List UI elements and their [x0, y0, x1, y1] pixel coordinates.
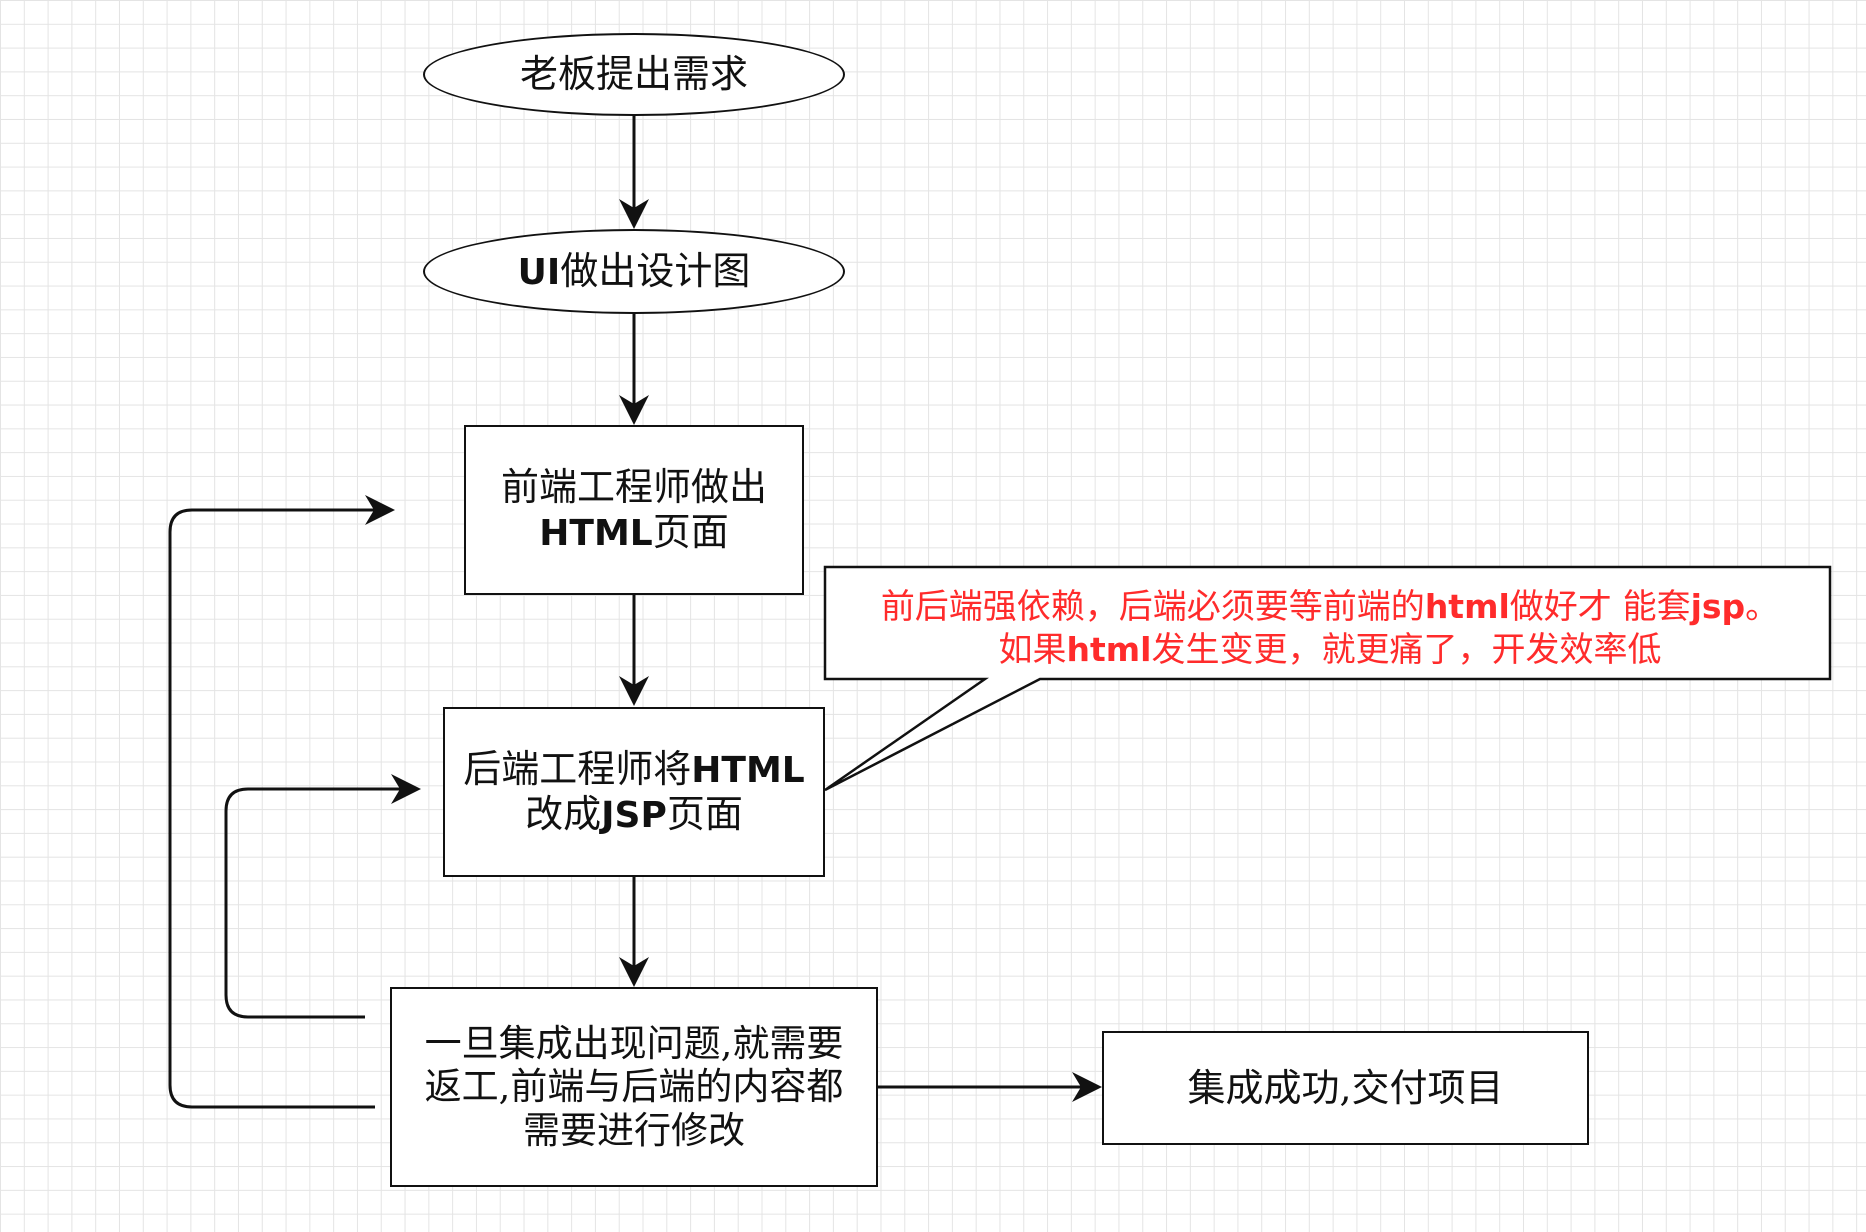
ui-design-node[interactable]: UI做出设计图: [423, 229, 845, 314]
loop-arrow-to-backend: [224, 774, 421, 1019]
callout-line2-html: html: [1066, 630, 1152, 669]
callout-note: 前后端强依赖，后端必须要等前端的html做好才 能套jsp。 如果html发生变…: [828, 579, 1832, 679]
integration-problem-node[interactable]: 一旦集成出现问题,就需要 返工,前端与后端的内容都 需要进行修改: [390, 987, 878, 1187]
backend-engineer-line2: 改成JSP页面: [525, 792, 743, 837]
speech-callout-shape: [823, 565, 1832, 792]
frontend-engineer-line2-latin: HTML: [539, 512, 653, 554]
frontend-engineer-line2: HTML页面: [539, 510, 728, 555]
integration-success-node[interactable]: 集成成功,交付项目: [1102, 1031, 1589, 1145]
callout-line1-jsp: jsp: [1690, 587, 1746, 627]
callout-line2-a: 如果: [998, 630, 1067, 670]
backend-engineer-line1-text: 后端工程师将: [463, 746, 692, 791]
callout-line1-e: 。: [1745, 587, 1780, 628]
frontend-engineer-node[interactable]: 前端工程师做出 HTML页面: [464, 425, 804, 595]
ui-design-label-latin: UI: [517, 251, 561, 293]
ui-design-label: UI做出设计图: [518, 249, 751, 294]
frontend-engineer-line2-text: 页面: [652, 509, 729, 554]
integration-problem-line1: 一旦集成出现问题,就需要: [424, 1021, 844, 1065]
integration-success-label: 集成成功,交付项目: [1187, 1065, 1504, 1110]
callout-line2: 如果html发生变更，就更痛了，开发效率低: [999, 629, 1662, 672]
loop-arrow-to-frontend: [168, 495, 395, 1109]
callout-line1-html: html: [1424, 587, 1510, 627]
callout-line2-c: 发生变更，就更痛了，开发效率低: [1151, 630, 1662, 670]
integration-problem-line2: 返工,前端与后端的内容都: [424, 1065, 844, 1109]
callout-line1-a: 前后端强依赖，后端必须要等前端的: [880, 587, 1425, 628]
ui-design-label-text: 做出设计图: [560, 248, 751, 293]
integration-problem-line3: 需要进行修改: [523, 1108, 745, 1152]
backend-engineer-line2-text-a: 改成: [525, 792, 602, 836]
backend-engineer-line1: 后端工程师将HTML: [463, 747, 804, 792]
frontend-engineer-line1: 前端工程师做出: [500, 464, 767, 509]
backend-engineer-line1-latin: HTML: [691, 749, 805, 791]
backend-engineer-line2-text-b: 页面: [666, 792, 743, 836]
boss-requirement-node[interactable]: 老板提出需求: [423, 33, 845, 116]
backend-engineer-line2-latin: JSP: [601, 795, 667, 836]
boss-requirement-label: 老板提出需求: [519, 52, 748, 97]
callout-line1-c: 做好才 能套: [1509, 587, 1691, 628]
backend-engineer-node[interactable]: 后端工程师将HTML 改成JSP页面: [443, 707, 825, 877]
callout-line1: 前后端强依赖，后端必须要等前端的html做好才 能套jsp。: [881, 586, 1779, 629]
